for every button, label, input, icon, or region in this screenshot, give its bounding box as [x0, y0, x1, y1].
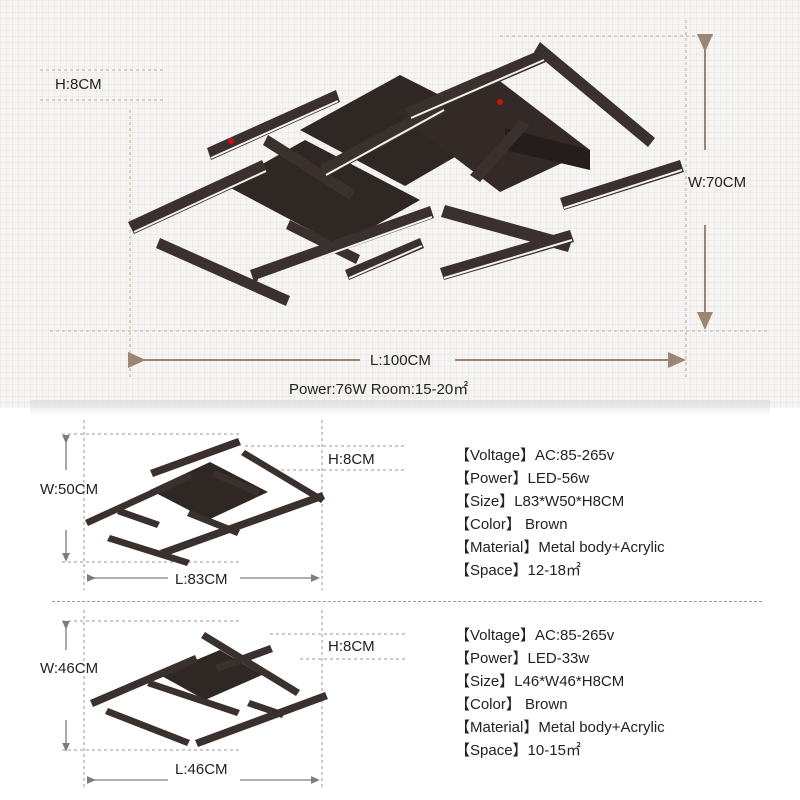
mid-spec-list: 【Voltage】AC:85-265v 【Power】LED-56w 【Size…: [455, 444, 665, 582]
bottom-guides: [62, 610, 405, 790]
spec-space: 【Space】10-15㎡: [455, 742, 581, 759]
mid-length-label: L:83CM: [175, 571, 228, 588]
top-guides: [40, 20, 770, 380]
spec-color: 【Color】 Brown: [455, 696, 568, 713]
spec-space: 【Space】12-18㎡: [455, 562, 581, 579]
bottom-lamp: [90, 632, 328, 747]
mid-height-label: H:8CM: [328, 451, 375, 468]
mid-lamp: [85, 438, 325, 566]
top-width-label: W:70CM: [688, 174, 747, 191]
bottom-spec-list: 【Voltage】AC:85-265v 【Power】LED-33w 【Size…: [455, 624, 665, 762]
section-divider: [52, 601, 762, 602]
spec-voltage: 【Voltage】AC:85-265v: [455, 627, 615, 644]
spec-power: 【Power】LED-33w: [455, 650, 590, 667]
top-arrows: [128, 34, 713, 368]
bottom-width-label: W:46CM: [40, 660, 99, 677]
spec-size: 【Size】L83*W50*H8CM: [455, 493, 625, 510]
top-power-room: Power:76W Room:15-20㎡: [289, 381, 469, 398]
red-dot-icon: [497, 99, 503, 105]
top-height-label: H:8CM: [55, 76, 102, 93]
top-lamp: [128, 42, 684, 306]
red-dot-icon: [228, 138, 234, 144]
bottom-length-label: L:46CM: [175, 761, 228, 778]
bottom-height-label: H:8CM: [328, 638, 375, 655]
mid-guides: [62, 420, 405, 590]
spec-voltage: 【Voltage】AC:85-265v: [455, 447, 615, 464]
spec-material: 【Material】Metal body+Acrylic: [455, 719, 665, 736]
spec-material: 【Material】Metal body+Acrylic: [455, 539, 665, 556]
spec-power: 【Power】LED-56w: [455, 470, 590, 487]
mid-width-label: W:50CM: [40, 481, 99, 498]
top-length-label: L:100CM: [370, 352, 431, 369]
spec-color: 【Color】 Brown: [455, 516, 568, 533]
spec-size: 【Size】L46*W46*H8CM: [455, 673, 625, 690]
panel-shadow: [30, 400, 770, 416]
